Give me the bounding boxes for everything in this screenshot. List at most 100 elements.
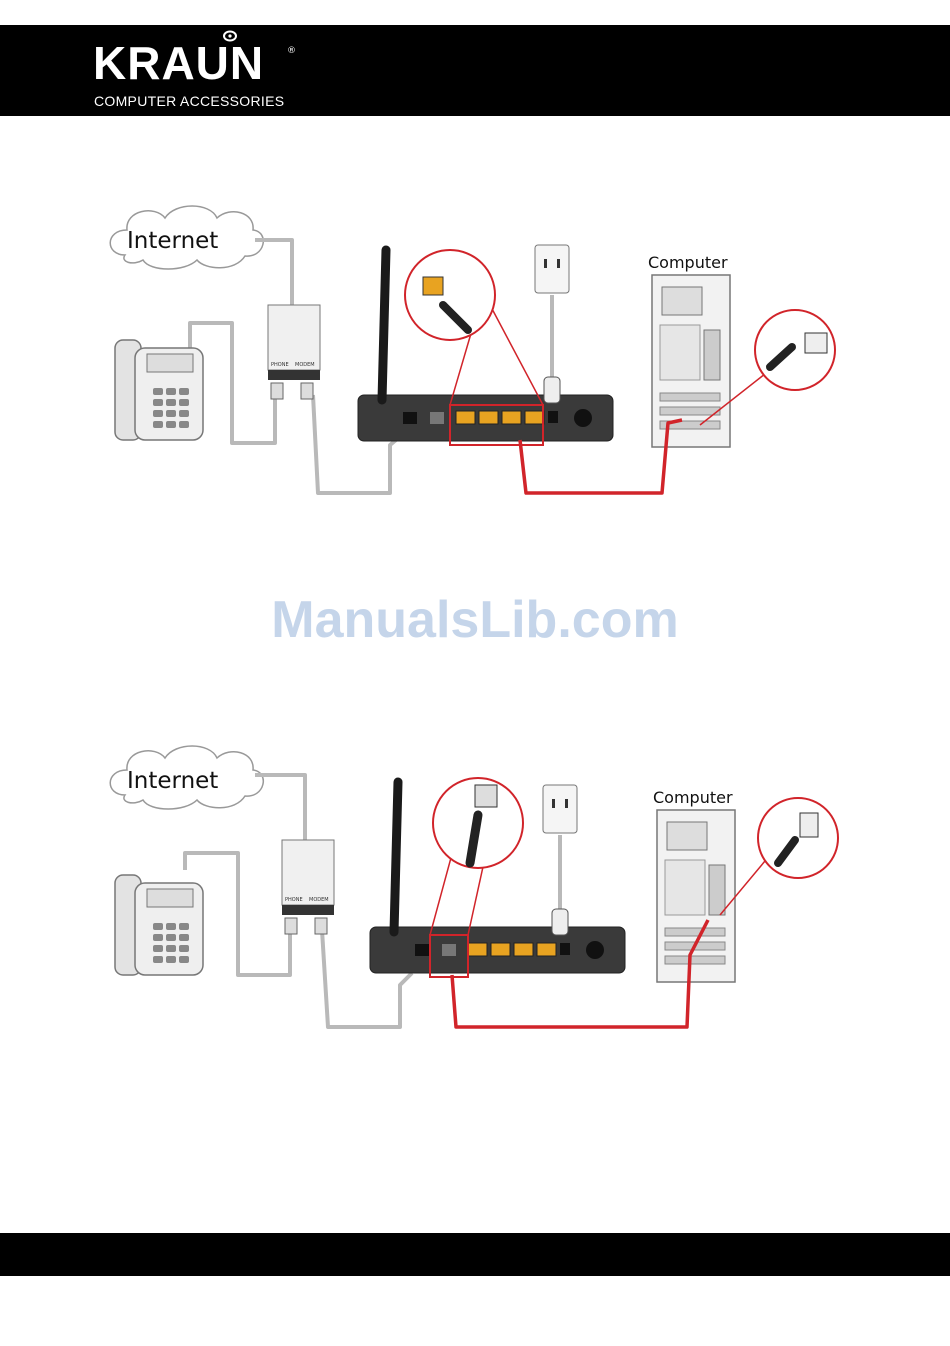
io-panel — [709, 865, 725, 915]
fan-grille — [665, 860, 705, 915]
brand-tagline: COMPUTER ACCESSORIES — [94, 93, 284, 109]
telephone — [115, 340, 203, 440]
router-lan-port — [514, 943, 533, 956]
router-power-jack — [574, 409, 592, 427]
router-lan-port — [491, 943, 510, 956]
splitter-ports — [282, 905, 334, 915]
phone-key — [166, 934, 176, 941]
io-panel — [704, 330, 720, 380]
outlet-plate — [535, 245, 569, 293]
phone-key — [179, 421, 189, 428]
expansion-slot — [660, 407, 720, 415]
phone-key — [166, 956, 176, 963]
phone-key — [153, 399, 163, 406]
fan-grille — [660, 325, 700, 380]
phone-key — [179, 399, 189, 406]
phone-key — [166, 399, 176, 406]
wall-outlet — [543, 785, 577, 833]
router-lan-port — [456, 411, 475, 424]
logo-swirl-icon — [220, 28, 240, 44]
callout-line — [490, 305, 543, 405]
callout-line — [450, 330, 472, 405]
router-lan-port — [525, 411, 544, 424]
computer-tower — [652, 275, 730, 447]
rj11-plug — [315, 918, 327, 934]
phone-key — [153, 421, 163, 428]
internet-cloud: Internet — [110, 206, 263, 269]
connection-diagram-usb: InternetPHONE MODEM Computer — [0, 735, 950, 1055]
splitter-ports — [268, 370, 320, 380]
router-antenna — [394, 782, 398, 932]
power-plug — [552, 909, 568, 935]
dsl-splitter: PHONE MODEM — [282, 840, 334, 934]
outlet-plate — [543, 785, 577, 833]
dsl-splitter: PHONE MODEM — [268, 305, 320, 399]
power-plug — [544, 377, 560, 403]
router-power-switch — [548, 411, 558, 423]
psu — [662, 287, 702, 315]
watermark: ManualsLib.com — [0, 590, 950, 650]
usb-a-port-icon — [800, 813, 818, 837]
phone-key — [153, 934, 163, 941]
phone-key — [153, 956, 163, 963]
rj11-plug — [271, 383, 283, 399]
router-antenna — [382, 250, 386, 400]
router-lan-port — [468, 943, 487, 956]
psu — [667, 822, 707, 850]
router-usb-port — [430, 412, 444, 424]
phone-key — [179, 388, 189, 395]
registered-mark: ® — [287, 46, 296, 56]
router-usb-port — [442, 944, 456, 956]
phone-key — [153, 945, 163, 952]
pc-rj45-port-icon — [805, 333, 827, 353]
phone-key — [179, 934, 189, 941]
brand-logo: KRAUN — [93, 40, 264, 86]
router-lan-port — [479, 411, 498, 424]
phone-key — [179, 945, 189, 952]
router-dsl-port — [415, 944, 429, 956]
phone-display — [147, 354, 193, 372]
outlet-slot — [557, 259, 560, 268]
router-lan-port — [537, 943, 556, 956]
phone-display — [147, 889, 193, 907]
phone-key — [153, 923, 163, 930]
rj11-plug — [301, 383, 313, 399]
phone-key — [166, 923, 176, 930]
usb-b-port-icon — [475, 785, 497, 807]
outlet-slot — [565, 799, 568, 808]
computer-label: Computer — [648, 253, 728, 272]
wall-outlet — [535, 245, 569, 293]
expansion-slot — [660, 393, 720, 401]
cloud-label: Internet — [127, 228, 218, 254]
splitter-body — [268, 305, 320, 370]
computer-label: Computer — [653, 788, 733, 807]
splitter-label-modem: MODEM — [309, 897, 329, 903]
zoom-callout-ethernet — [405, 250, 495, 340]
outlet-slot — [544, 259, 547, 268]
router-power-switch — [560, 943, 570, 955]
router-lan-port — [502, 411, 521, 424]
telephone — [115, 875, 203, 975]
router-power-jack — [586, 941, 604, 959]
internet-cloud: Internet — [110, 746, 263, 809]
splitter-label-modem: MODEM — [295, 362, 315, 368]
outlet-slot — [552, 799, 555, 808]
router-dsl-port — [403, 412, 417, 424]
phone-key — [153, 410, 163, 417]
splitter-body — [282, 840, 334, 905]
rj45-port-icon — [423, 277, 443, 295]
phone-key — [166, 421, 176, 428]
phone-key — [153, 388, 163, 395]
splitter-label-phone: PHONE — [271, 362, 289, 368]
phone-key — [166, 945, 176, 952]
phone-key — [179, 923, 189, 930]
computer-tower — [657, 810, 735, 982]
phone-key — [166, 410, 176, 417]
expansion-slot — [665, 956, 725, 964]
phone-key — [179, 956, 189, 963]
phone-key — [166, 388, 176, 395]
splitter-label-phone: PHONE — [285, 897, 303, 903]
expansion-slot — [665, 928, 725, 936]
rj11-plug — [285, 918, 297, 934]
